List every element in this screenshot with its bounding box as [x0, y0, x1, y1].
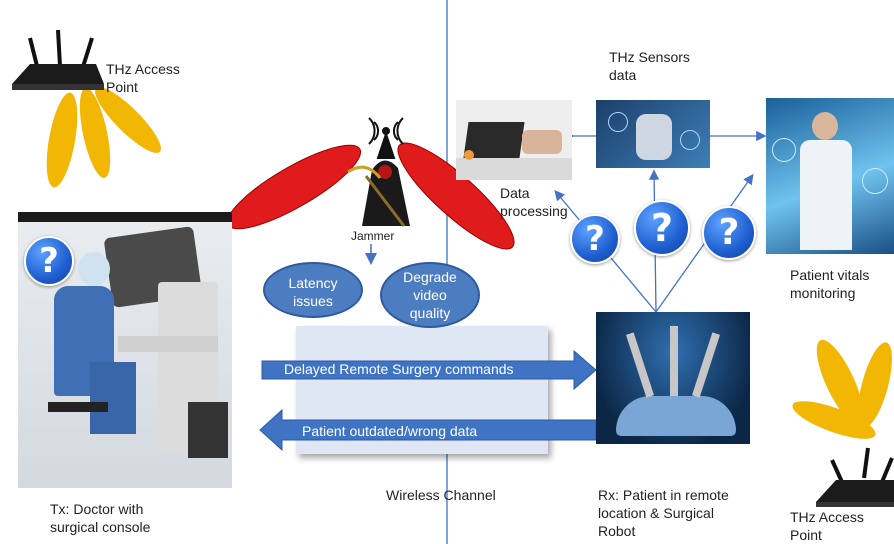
patient-vitals-line2: monitoring: [790, 285, 856, 301]
rx-line1: Rx: Patient in remote: [598, 487, 729, 503]
thz-ap-left-label: THz Access Point: [106, 60, 180, 96]
data-processing-label: Data processing: [500, 184, 568, 220]
thz-sensors-photo: [596, 100, 710, 168]
surgical-robot-photo: [596, 312, 750, 444]
tx-line1: Tx: Doctor with: [50, 501, 144, 517]
left-thz-beams: [46, 87, 161, 188]
jammer-antenna-icon: [368, 117, 404, 159]
right-thz-beams: [792, 339, 892, 439]
thz-ap-right-line2: Point: [790, 527, 822, 543]
latency-line1: Latency: [288, 275, 338, 291]
wireless-channel-label: Wireless Channel: [386, 487, 496, 503]
latency-line2: issues: [293, 293, 333, 309]
patient-vitals-photo: [766, 98, 894, 254]
right-router-icon: [816, 447, 894, 507]
data-processing-photo: [456, 100, 572, 180]
jammer-label: Jammer: [351, 229, 395, 243]
question-mark-icon-2: ?: [634, 200, 690, 256]
thz-ap-left-line1: THz Access: [106, 61, 180, 77]
forward-arrow-label: Delayed Remote Surgery commands: [284, 361, 514, 377]
rx-line2: location & Surgical: [598, 505, 714, 521]
degrade-line2: video: [413, 287, 447, 303]
data-processing-line2: processing: [500, 203, 568, 219]
rx-line3: Robot: [598, 523, 636, 539]
tx-line2: surgical console: [50, 519, 151, 535]
thz-ap-left-line2: Point: [106, 79, 138, 95]
rx-label: Rx: Patient in remote location & Surgica…: [598, 486, 729, 540]
backward-arrow-label: Patient outdated/wrong data: [302, 423, 478, 439]
tx-label: Tx: Doctor with surgical console: [50, 500, 150, 536]
doctor-console-photo: [18, 212, 232, 488]
patient-vitals-label: Patient vitals monitoring: [790, 266, 869, 302]
data-processing-line1: Data: [500, 185, 530, 201]
degrade-line1: Degrade: [403, 269, 457, 285]
backward-arrow: [259, 408, 597, 452]
thz-sensors-line1: THz Sensors: [609, 49, 690, 65]
degrade-line3: quality: [409, 305, 451, 321]
thz-ap-right-line1: THz Access: [790, 509, 864, 525]
question-mark-icon-doctor: ?: [24, 236, 74, 286]
degrade-bubble: Degrade video quality: [380, 262, 480, 328]
left-router-icon: [12, 29, 104, 90]
thz-ap-right-label: THz Access Point: [790, 508, 864, 544]
question-mark-icon-1: ?: [570, 214, 620, 264]
patient-vitals-line1: Patient vitals: [790, 267, 870, 283]
thz-sensors-line2: data: [609, 67, 637, 83]
grim-reaper-icon: [347, 160, 410, 227]
question-mark-icon-3: ?: [702, 206, 756, 260]
thz-sensors-label: THz Sensors data: [609, 48, 690, 84]
forward-arrow: [261, 349, 597, 391]
latency-bubble: Latency issues: [263, 262, 363, 318]
